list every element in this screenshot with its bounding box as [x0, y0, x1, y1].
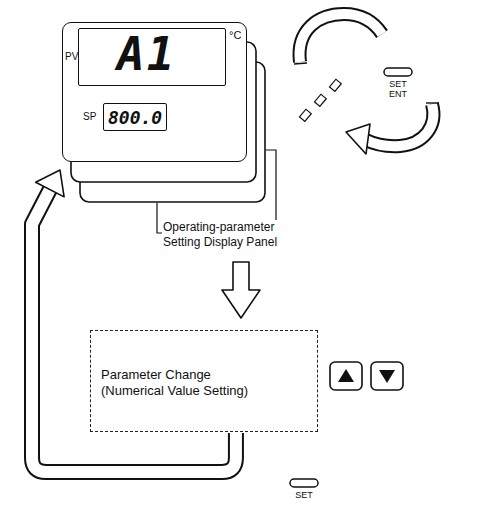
box-text: Parameter Change (Numerical Value Settin… [91, 331, 273, 399]
unit-label: °C [229, 29, 241, 41]
panel-caption: Operating-parameter Setting Display Pane… [163, 220, 303, 250]
sp-display: 800.0 [103, 103, 167, 131]
loop-arrow [32, 170, 236, 472]
button-outline [290, 479, 318, 487]
pv-label: PV [65, 51, 78, 62]
controller-panel: PV A1 °C SP 800.0 [62, 22, 247, 162]
set-ent-button: SET ENT [380, 67, 416, 99]
sp-label: SP [83, 111, 96, 122]
button-label: SET [286, 490, 322, 500]
process-box: Parameter Change (Numerical Value Settin… [90, 330, 318, 432]
button-symbol [289, 478, 319, 488]
down-arrow [222, 262, 260, 318]
arrow-head [36, 170, 64, 197]
button-label: SET ENT [386, 79, 410, 99]
leader-line [157, 203, 162, 233]
sp-display-value: 800.0 [108, 107, 162, 128]
up-key [330, 362, 362, 390]
button-symbol [383, 67, 413, 77]
pv-display-value: A1 [117, 27, 176, 81]
set-button: SET [286, 478, 322, 500]
down-key [371, 362, 403, 390]
button-outline [384, 68, 412, 76]
cycle-arrows [294, 14, 439, 154]
